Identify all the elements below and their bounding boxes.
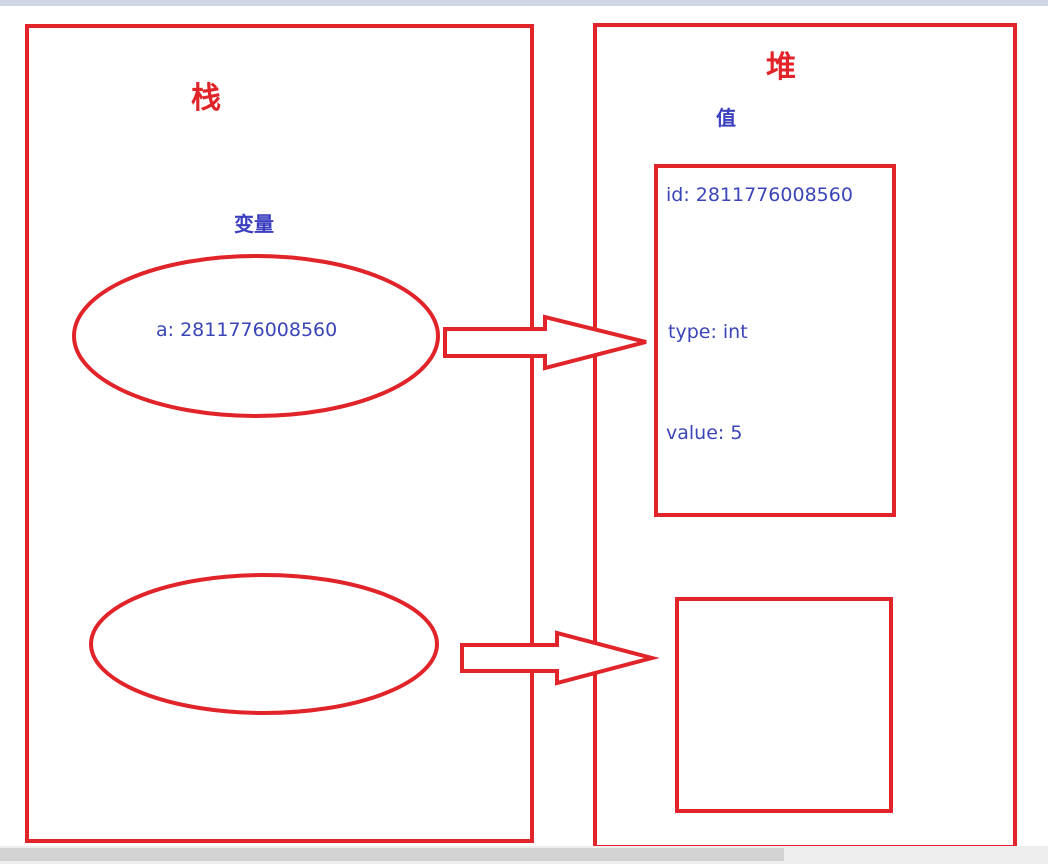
stack-region <box>25 24 534 843</box>
variable-ellipse-1 <box>72 254 440 418</box>
stack-title: 栈 <box>191 81 221 116</box>
variable-label: 变量 <box>234 212 274 236</box>
heap-title: 堆 <box>766 50 796 85</box>
window-top-bar <box>0 0 1048 6</box>
reference-arrow-2 <box>460 630 660 686</box>
heap-object-2 <box>675 597 893 813</box>
value-label: 值 <box>716 106 736 130</box>
heap-object-1 <box>654 164 896 517</box>
object-value-text: value: 5 <box>666 422 742 444</box>
variable-ellipse-2 <box>89 573 439 715</box>
object-id-text: id: 2811776008560 <box>666 184 853 206</box>
horizontal-scrollbar[interactable] <box>0 846 1048 864</box>
object-type-text: type: int <box>668 321 748 343</box>
scrollbar-thumb[interactable] <box>0 848 784 861</box>
reference-arrow-1 <box>443 314 647 371</box>
variable-a-text: a: 2811776008560 <box>156 319 337 341</box>
